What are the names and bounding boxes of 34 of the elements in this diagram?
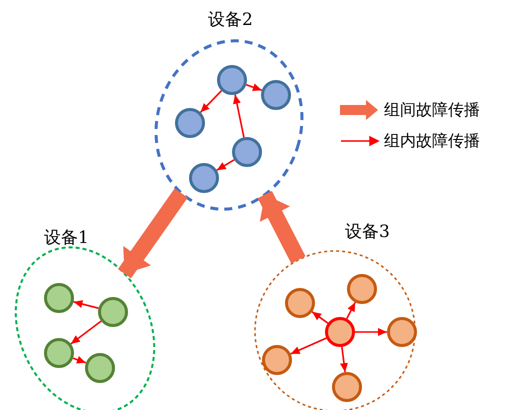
node-circle [332,372,362,402]
legend-label: 组内故障传播 [384,131,480,151]
arrow [340,346,348,372]
arrow [290,337,327,355]
arrow [246,83,262,92]
node-circle [261,80,291,110]
block-arrow [118,188,188,278]
node-circle [44,283,74,313]
arrow [70,320,102,345]
node-circle [217,65,247,95]
node-circle [98,297,128,327]
arrow [216,159,235,171]
arrow [233,94,245,138]
node-circle [285,288,315,318]
node-circle [44,338,74,368]
legend-label: 组间故障传播 [384,100,480,120]
node-circle [347,274,377,304]
node-circle [175,108,205,138]
arrow [355,328,387,336]
arrow [72,356,86,364]
group-label: 设备2 [208,10,253,30]
arrow [200,90,222,113]
arrow [346,302,356,319]
group-label: 设备1 [44,228,89,248]
node-circle [325,317,355,347]
block-arrow [258,190,306,264]
node-circle [232,137,262,167]
arrow [312,311,328,324]
group-label: 设备3 [345,222,390,242]
node-circle [189,163,219,193]
arrow [73,300,99,309]
node-circle [262,345,292,375]
node-circle [387,317,417,347]
node-circle [85,353,115,383]
